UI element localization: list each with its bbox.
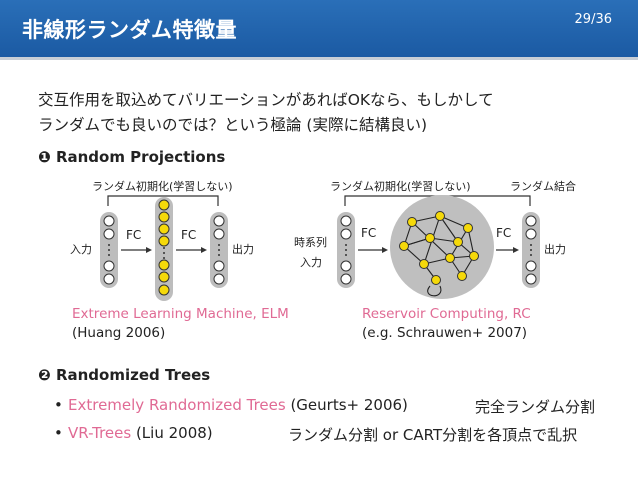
rc-in-ellipsis-0 — [345, 244, 347, 246]
rc-caption: Reservoir Computing, RC (e.g. Schrauwen+… — [362, 305, 531, 343]
elm-in-node-0 — [103, 215, 115, 227]
rc-in-node-2 — [340, 260, 352, 272]
intro-line-2: ランダムでも良いのでは？という極論 (実際に結構良い) — [38, 116, 428, 134]
page-current: 29 — [574, 12, 592, 27]
rc-out-ellipsis-1 — [530, 249, 532, 251]
elm-out-node-1 — [213, 228, 225, 240]
page-number: 29/36 — [575, 12, 612, 27]
elm-in-ellipsis-1 — [108, 249, 110, 251]
elm-top-label: ランダム初期化(学習しない) — [92, 180, 233, 193]
elm-out-node-2 — [213, 260, 225, 272]
elm-hidden-ellipsis-2 — [163, 257, 165, 259]
elm-arrowhead-1 — [146, 247, 152, 253]
elm-input-label: 入力 — [70, 243, 92, 256]
rc-in-node-1 — [340, 228, 352, 240]
intro-text: 交互作用を取込めてバリエーションがあればOKなら、もしかして ランダムでも良いの… — [38, 88, 598, 138]
reservoir-node-6 — [419, 259, 429, 269]
elm-hidden-node-0 — [158, 199, 170, 211]
elm-bracket — [107, 195, 219, 206]
elm-out-ellipsis-2 — [218, 254, 220, 256]
bullet-vr-trees: • VR-Trees (Liu 2008) — [54, 424, 213, 442]
bullet-2-note: ランダム分割 or CART分割を各頂点で乱択 — [288, 426, 578, 444]
elm-fc-1: FC — [126, 228, 142, 242]
reservoir-node-5 — [453, 237, 463, 247]
bullet-2-accent: VR-Trees — [68, 424, 132, 442]
reservoir-node-0 — [407, 217, 417, 227]
elm-hidden-ellipsis-1 — [163, 252, 165, 254]
elm-output-label: 出力 — [232, 243, 254, 256]
rc-caption-ref: (e.g. Schrauwen+ 2007) — [362, 325, 528, 341]
bullet-dot: • — [54, 424, 63, 442]
rc-in-node-0 — [340, 215, 352, 227]
elm-out-node-3 — [213, 273, 225, 285]
bullet-1-note: 完全ランダム分割 — [475, 398, 596, 416]
bullet-1-rest: (Geurts+ 2006) — [285, 396, 408, 414]
rc-input-label-1: 時系列 — [294, 236, 327, 249]
elm-out-ellipsis-1 — [218, 249, 220, 251]
elm-caption: Extreme Learning Machine, ELM (Huang 200… — [72, 305, 289, 343]
reservoir-node-2 — [463, 223, 473, 233]
rc-out-ellipsis-0 — [530, 244, 532, 246]
rc-out-ellipsis-2 — [530, 254, 532, 256]
elm-arrowhead-2 — [201, 247, 207, 253]
elm-hidden-node-2 — [158, 223, 170, 235]
elm-in-ellipsis-2 — [108, 254, 110, 256]
reservoir-node-3 — [399, 241, 409, 251]
elm-hidden-node-3 — [158, 235, 170, 247]
reservoir-node-8 — [469, 251, 479, 261]
section-1-marker: ❶ — [38, 148, 51, 166]
rc-top-label-2: ランダム結合 — [510, 180, 576, 193]
section-2-title: Randomized Trees — [55, 366, 211, 384]
rc-fc-2: FC — [496, 226, 512, 240]
elm-hidden-node-1 — [158, 211, 170, 223]
elm-out-node-0 — [213, 215, 225, 227]
elm-hidden-node-6 — [158, 284, 170, 296]
rc-top-label: ランダム初期化(学習しない) — [330, 180, 471, 193]
intro-line-1: 交互作用を取込めてバリエーションがあればOKなら、もしかして — [38, 91, 494, 109]
reservoir-node-1 — [435, 211, 445, 221]
rc-out-node-2 — [525, 260, 537, 272]
elm-hidden-node-4 — [158, 259, 170, 271]
reservoir-node-4 — [425, 233, 435, 243]
rc-fc-1: FC — [361, 226, 377, 240]
rc-out-node-1 — [525, 228, 537, 240]
rc-in-node-3 — [340, 273, 352, 285]
rc-output-label: 出力 — [544, 243, 566, 256]
reservoir-node-10 — [457, 271, 467, 281]
section-1-title: Random Projections — [55, 148, 226, 166]
rc-input-label-2: 入力 — [300, 256, 322, 269]
elm-in-ellipsis-0 — [108, 244, 110, 246]
rc-out-node-3 — [525, 273, 537, 285]
bullet-dot: • — [54, 396, 63, 414]
bullet-extremely-randomized-trees: • Extremely Randomized Trees (Geurts+ 200… — [54, 396, 408, 414]
elm-fc-2: FC — [181, 228, 197, 242]
rc-arrowhead-2 — [513, 247, 519, 253]
section-random-projections: ❶ Random Projections — [38, 148, 225, 166]
elm-out-ellipsis-0 — [218, 244, 220, 246]
elm-in-node-2 — [103, 260, 115, 272]
elm-in-node-1 — [103, 228, 115, 240]
rc-in-ellipsis-1 — [345, 249, 347, 251]
rc-out-node-0 — [525, 215, 537, 227]
elm-in-node-3 — [103, 273, 115, 285]
section-2-marker: ❷ — [38, 366, 51, 384]
elm-caption-name: Extreme Learning Machine, ELM — [72, 306, 289, 322]
elm-hidden-node-5 — [158, 271, 170, 283]
reservoir-node-7 — [445, 253, 455, 263]
slide-header: 非線形ランダム特徴量 29/36 — [0, 0, 638, 60]
elm-caption-ref: (Huang 2006) — [72, 325, 166, 341]
rc-caption-name: Reservoir Computing, RC — [362, 306, 531, 322]
page-total: /36 — [591, 12, 612, 27]
bullet-1-accent: Extremely Randomized Trees — [68, 396, 286, 414]
elm-hidden-ellipsis-0 — [163, 247, 165, 249]
rc-in-ellipsis-2 — [345, 254, 347, 256]
slide-title: 非線形ランダム特徴量 — [22, 18, 237, 42]
rc-arrowhead-1 — [382, 247, 388, 253]
section-randomized-trees: ❷ Randomized Trees — [38, 366, 210, 384]
bullet-2-rest: (Liu 2008) — [131, 424, 213, 442]
reservoir-node-9 — [431, 275, 441, 285]
